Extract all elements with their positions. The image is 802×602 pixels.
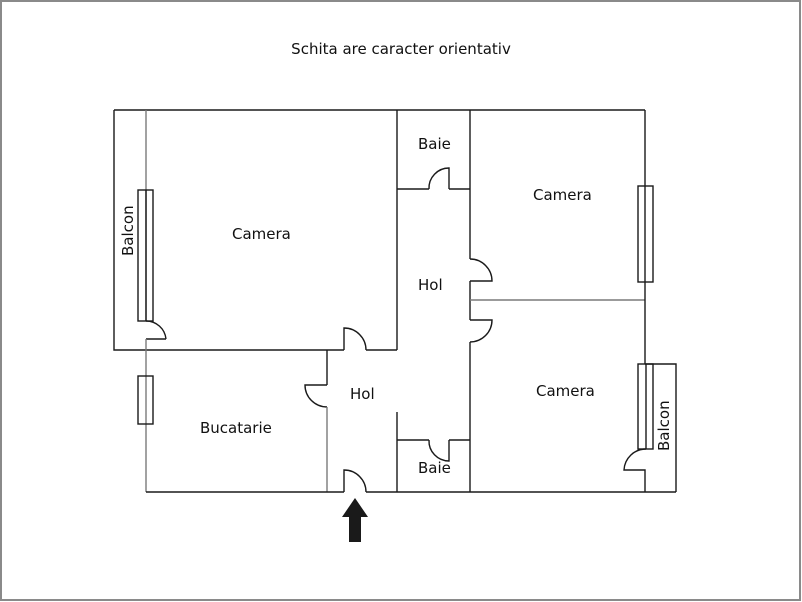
room-label-camera-3: Camera bbox=[536, 382, 595, 400]
door-camera-1 bbox=[343, 327, 367, 351]
room-label-hol-1: Hol bbox=[418, 276, 443, 294]
room-label-camera-1: Camera bbox=[232, 225, 291, 243]
window-kitchen bbox=[137, 375, 154, 425]
room-label-baie-2: Baie bbox=[418, 459, 451, 477]
door-baie-2 bbox=[428, 439, 450, 462]
room-label-hol-2: Hol bbox=[350, 385, 375, 403]
plan-title: Schita are caracter orientativ bbox=[291, 40, 511, 58]
walls bbox=[113, 109, 677, 493]
door-camera-3 bbox=[469, 319, 493, 343]
room-label-baie-1: Baie bbox=[418, 135, 451, 153]
door-entrance bbox=[343, 469, 367, 493]
room-label-camera-2: Camera bbox=[533, 186, 592, 204]
entrance-arrow-icon bbox=[342, 498, 368, 542]
door-camera-2 bbox=[469, 258, 493, 282]
room-label-bucatarie: Bucatarie bbox=[200, 419, 272, 437]
door-kitchen bbox=[304, 384, 328, 408]
door-balcony-right bbox=[623, 448, 647, 492]
wall-left-outer bbox=[113, 110, 327, 351]
window-camera-2 bbox=[637, 185, 654, 283]
balcony-label-left: Balcon bbox=[119, 205, 137, 256]
wall-balcony-right bbox=[645, 363, 677, 492]
balcony-label-right: Balcon bbox=[655, 400, 673, 451]
door-baie-1 bbox=[428, 167, 450, 190]
